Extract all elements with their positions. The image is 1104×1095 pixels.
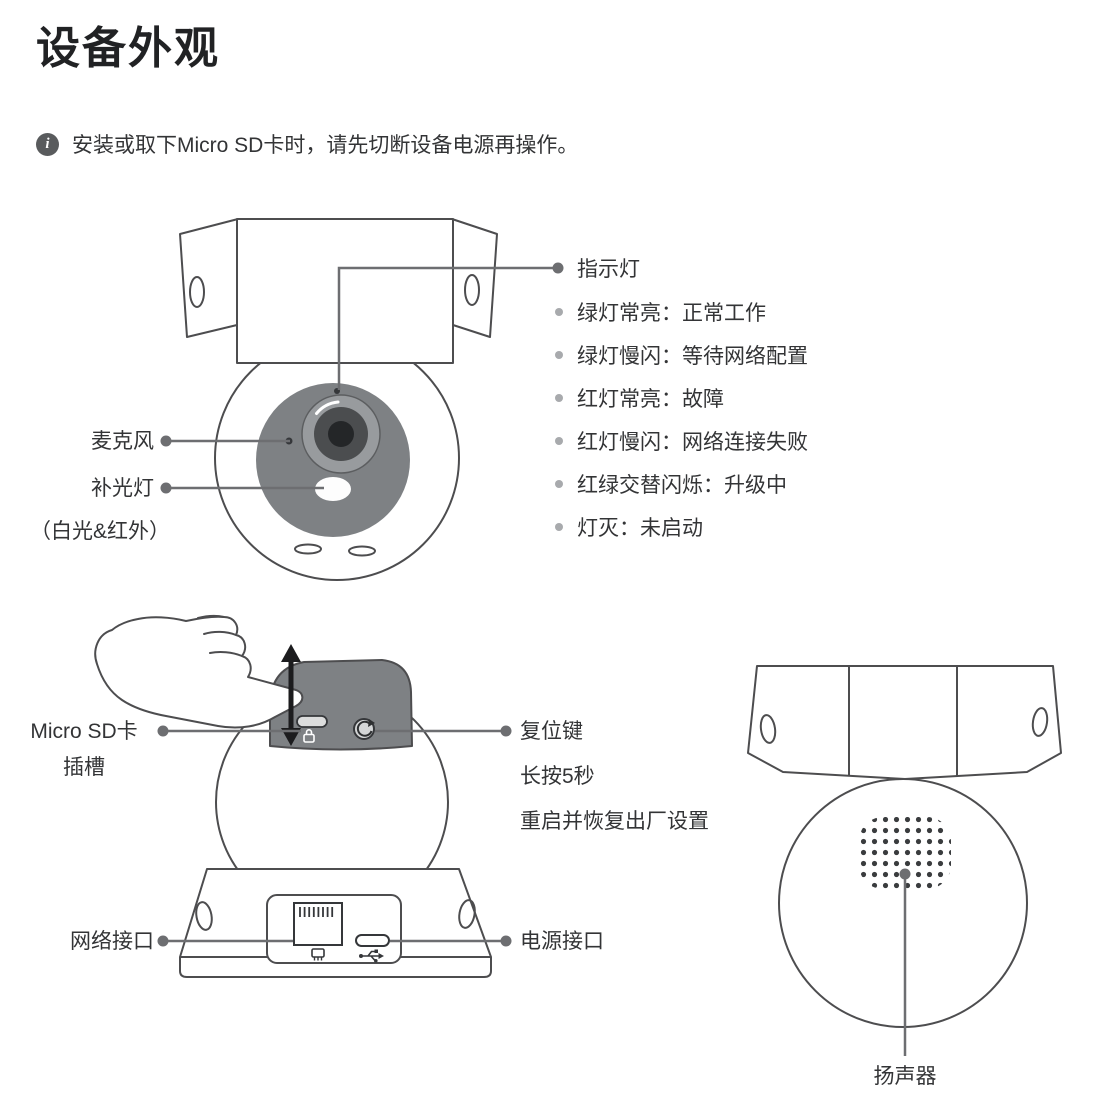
bottom-vent-right	[348, 545, 376, 557]
bullet-dot-icon	[555, 479, 563, 488]
network-callout	[157, 935, 293, 947]
bottom-vent-left	[294, 543, 322, 555]
sd-slot-label: Micro SD卡 插槽	[14, 714, 154, 786]
lan-icon	[311, 948, 325, 961]
state-text: 红绿交替闪烁：升级中	[577, 473, 787, 497]
list-item: 红绿交替闪烁：升级中	[555, 462, 808, 505]
screw-hole-icon	[759, 714, 777, 744]
indicator-states-list: 绿灯常亮：正常工作 绿灯慢闪：等待网络配置 红灯常亮：故障 红灯慢闪：网络连接失…	[555, 290, 808, 548]
camera-lens-icon	[301, 394, 381, 474]
screw-hole-icon	[189, 276, 205, 308]
power-port-label: 电源接口	[520, 930, 604, 953]
camera-body-back	[778, 778, 1028, 1028]
mount-bracket-back	[747, 665, 1062, 780]
speaker-label: 扬声器	[873, 1065, 937, 1088]
mic-callout	[160, 435, 290, 447]
network-port-label: 网络接口	[70, 930, 154, 953]
list-item: 红灯常亮：故障	[555, 376, 808, 419]
reset-desc-2: 重启并恢复出厂设置	[520, 810, 709, 833]
bullet-dot-icon	[555, 307, 563, 316]
note-row: i 安装或取下Micro SD卡时，请先切断设备电源再操作。	[36, 129, 578, 159]
list-item: 红灯慢闪：网络连接失败	[555, 419, 808, 462]
sd-slot-label-line1: Micro SD卡	[30, 720, 138, 743]
bottom-view-diagram	[94, 614, 492, 978]
info-icon: i	[36, 132, 59, 156]
indicator-label: 指示灯	[577, 258, 640, 281]
lock-icon	[303, 729, 315, 743]
speaker-grille-icon	[859, 817, 951, 889]
back-view-diagram	[747, 665, 1062, 1028]
ethernet-port-icon	[293, 902, 343, 946]
note-text: 安装或取下Micro SD卡时，请先切断设备电源再操作。	[72, 134, 579, 157]
list-item: 绿灯常亮：正常工作	[555, 290, 808, 333]
state-text: 红灯慢闪：网络连接失败	[577, 430, 808, 454]
bullet-dot-icon	[555, 522, 563, 531]
page-title: 设备外观	[36, 24, 220, 73]
reset-button-icon	[353, 718, 375, 740]
screw-hole-icon	[1031, 707, 1049, 737]
bullet-dot-icon	[555, 436, 563, 445]
power-port-icon	[355, 934, 390, 947]
speaker-callout	[899, 868, 911, 1056]
bullet-dot-icon	[555, 393, 563, 402]
list-item: 灯灭：未启动	[555, 505, 808, 548]
sd-card-slot-icon	[296, 715, 328, 728]
mic-label: 麦克风	[91, 430, 154, 453]
usb-icon	[359, 949, 384, 963]
power-callout	[390, 935, 512, 947]
hand-icon	[94, 614, 304, 729]
sd-slot-label-line2: 插槽	[63, 756, 105, 779]
fill-light-label: 补光灯	[91, 477, 154, 500]
state-text: 灯灭：未启动	[577, 516, 703, 540]
screw-hole-icon	[464, 274, 480, 306]
state-text: 绿灯慢闪：等待网络配置	[577, 344, 808, 368]
bullet-dot-icon	[555, 350, 563, 359]
reset-label: 复位键	[520, 720, 583, 743]
slide-arrow-icon	[281, 644, 301, 746]
sd-slot-callout	[157, 725, 301, 737]
indicator-callout	[337, 262, 564, 390]
fill-light-sub-label: （白光&红外）	[30, 520, 171, 543]
mount-base-bottom	[179, 868, 492, 978]
state-text: 绿灯常亮：正常工作	[577, 301, 766, 325]
screw-hole-icon	[458, 899, 476, 929]
reset-desc-1: 长按5秒	[520, 765, 595, 788]
reset-callout	[375, 725, 512, 737]
fill-light-icon	[315, 477, 351, 501]
fill-light-callout	[160, 482, 324, 494]
list-item: 绿灯慢闪：等待网络配置	[555, 333, 808, 376]
state-text: 红灯常亮：故障	[577, 387, 724, 411]
callouts	[157, 262, 911, 1056]
screw-hole-icon	[195, 901, 213, 931]
